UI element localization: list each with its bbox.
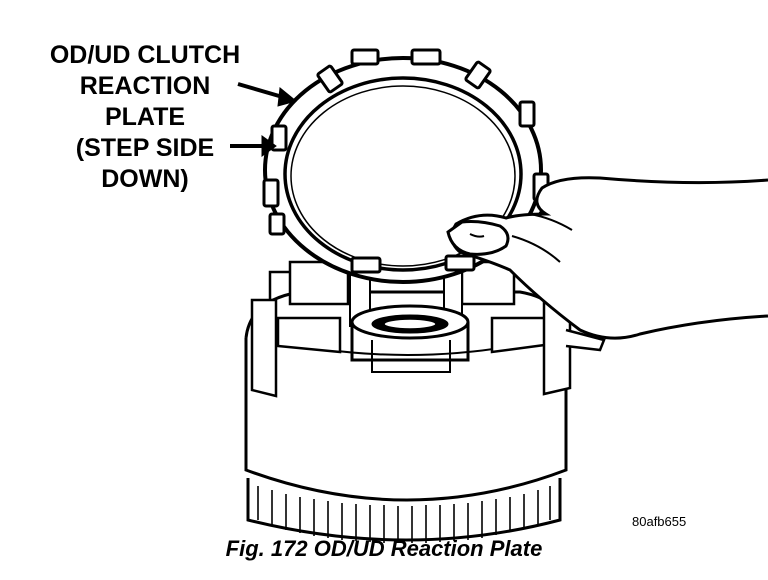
- center-hub: [350, 304, 470, 373]
- figure-code: 80afb655: [632, 514, 687, 529]
- callout-line-5: DOWN): [101, 165, 189, 193]
- hand: [446, 176, 768, 340]
- drum-body: [244, 338, 568, 502]
- callout-line-2: REACTION: [79, 72, 211, 100]
- reaction-plate: [262, 48, 558, 284]
- callout-arrows: [230, 82, 298, 157]
- clutch-housing: [244, 260, 606, 543]
- figure-caption: Fig. 172 OD/UD Reaction Plate: [225, 536, 543, 561]
- callout-line-1: OD/UD CLUTCH: [49, 41, 241, 69]
- part-callout-label: OD/UD CLUTCH REACTION PLATE (STEP SIDE D…: [20, 40, 270, 195]
- callout-line-3: PLATE: [104, 103, 186, 131]
- callout-line-4: (STEP SIDE: [75, 134, 215, 162]
